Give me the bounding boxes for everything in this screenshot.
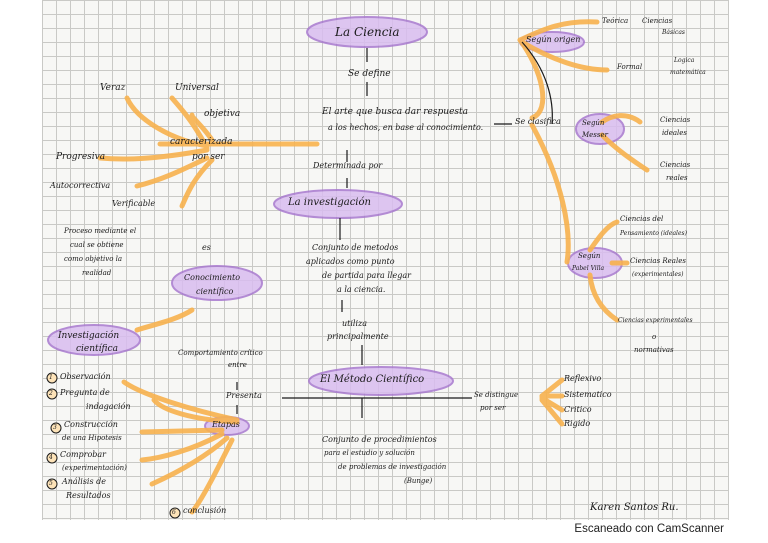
bubble-segun-messer [575,113,625,145]
stage-4-text-2: (experimentación) [62,464,127,472]
label-presenta: Presenta [226,391,262,400]
label-principalmente: principalmente [327,332,389,341]
investigacion-desc-2: aplicados como punto [306,257,395,266]
stage-6-text: conclusión [183,506,227,515]
title-la-ciencia: La Ciencia [335,25,400,39]
metodo-desc-1: Conjunto de procedimientos [322,435,437,444]
trait-objetiva: objetiva [204,109,241,119]
investigacion-desc-4: a la ciencia. [337,285,386,294]
class-segun-pabel-1: Según [578,252,601,260]
definition-line-1: El arte que busca dar respuesta [322,107,468,117]
label-se-distingue-por-ser: por ser [480,404,506,412]
conocimiento-desc-3: como objetivo la [64,255,123,263]
label-se-distingue: Se distingue [474,391,519,399]
stage-num-1: 1 [49,374,53,381]
conocimiento-desc-1: Proceso mediante el [64,227,137,235]
label-se-define: Se define [348,69,391,79]
stage-5-text-1: Análisis de [62,477,106,486]
stage-3-text-2: de una Hipotesis [62,434,122,442]
class-ciencias-reales-2: reales [666,174,688,182]
conocimiento-desc-4: realidad [82,269,112,277]
conocimiento-desc-2: cual se obtiene [70,241,124,249]
class-ciencias-ideales-2: ideales [662,129,688,137]
title-cientifico: científico [196,287,234,296]
quality-reflexivo: Reflexivo [564,374,602,383]
class-formal: Formal [617,63,643,71]
title-investigacion-cientifica-2: científica [76,344,118,354]
bubble-investigacion-cientifica [47,324,141,356]
title-metodo-cientifico: El Método Científico [320,374,425,385]
trait-progresiva: Progresiva [56,152,106,162]
class-teorica-result-1: Ciencias [642,17,673,25]
class-o: o [652,333,657,341]
class-teorica: Teórica [602,17,629,25]
trait-universal: Universal [175,83,219,93]
title-investigacion: La investigación [288,197,371,208]
hub-caracterizada: caracterizada [170,137,233,147]
label-utiliza: utiliza [342,319,368,328]
stage-circle-3 [50,422,62,434]
class-normativas: normativas [634,346,674,354]
investigacion-desc-3: de partida para llegar [322,271,411,280]
class-ciencias-ideales-1: Ciencias [660,116,691,124]
stage-5-text-2: Resultados [66,491,111,500]
investigacion-desc-1: Conjunto de metodos [312,243,399,252]
stage-4-text-1: Comprobar [60,450,106,459]
stage-3-text-1: Construcción [64,420,118,429]
trait-verificable: Verificable [112,199,156,208]
class-ciencias-reales-1: Ciencias [660,161,691,169]
bubble-conocimiento [171,265,263,301]
quality-critico: Critico [564,405,592,414]
label-entre: entre [228,361,247,369]
stage-circle-2 [46,388,58,400]
stage-2-text-2: indagación [86,402,131,411]
class-segun-origen: Según origen [526,35,581,44]
class-experimentales: Ciencias experimentales [618,317,693,324]
label-es: es [202,243,211,252]
stage-1-text: Observación [60,372,111,381]
class-segun-messer-2: Messer [582,131,608,139]
stage-circle-6 [169,507,181,519]
title-conocimiento: Conocimiento [184,273,241,282]
title-investigacion-cientifica-1: Investigación [58,331,120,341]
mind-map-paper: La Ciencia Se define El arte que busca d… [42,0,729,520]
class-formal-result-2: matemática [670,69,706,76]
stage-circle-5 [46,478,58,490]
class-reales-exp-1: Ciencias Reales [630,257,686,265]
quality-rigido: Rigido [564,419,591,428]
label-comportamiento-critico: Comportamiento crítico [178,349,263,357]
metodo-desc-4: (Bunge) [404,477,433,485]
bubble-metodo [308,366,454,396]
class-pensamiento-2: Pensamiento (ideales) [620,230,687,237]
label-se-clasifica: Se clasifica [515,117,561,126]
metodo-desc-3: de problemas de investigación [338,463,447,471]
stage-num-4: 4 [49,454,53,461]
label-determinada-por: Determinada por [313,161,383,170]
trait-veraz: Veraz [100,83,126,93]
stage-circle-1 [46,372,58,384]
class-segun-pabel-2: Pabel Villa [572,265,605,272]
stage-num-6: 6 [172,509,176,516]
stage-circle-4 [46,452,58,464]
class-reales-exp-2: (experimentales) [632,271,684,278]
camscanner-footer: Escaneado con CamScanner [574,523,724,535]
hub-por-ser: por ser [192,152,225,162]
class-formal-result-1: Logica [674,57,695,64]
quality-sistematico: Sistematico [564,390,612,399]
stage-2-text-1: Pregunta de [60,388,110,397]
author-signature: Karen Santos Ru. [590,502,679,513]
stage-num-3: 3 [53,424,57,431]
metodo-desc-2: para el estudio y solución [324,449,415,457]
connector-layer [46,16,650,519]
title-etapas: Etapas [212,420,240,429]
class-teorica-result-2: Básicas [662,29,686,36]
class-pensamiento-1: Ciencias del [620,215,664,223]
bubble-investigacion [273,189,403,219]
definition-line-2: a los hechos, en base al conocimiento. [328,123,484,132]
stage-num-2: 2 [49,390,53,397]
bubble-la-ciencia [306,16,428,48]
stage-num-5: 5 [49,480,53,487]
class-segun-messer-1: Según [582,119,605,127]
trait-autocorrectiva: Autocorrectiva [50,181,111,190]
